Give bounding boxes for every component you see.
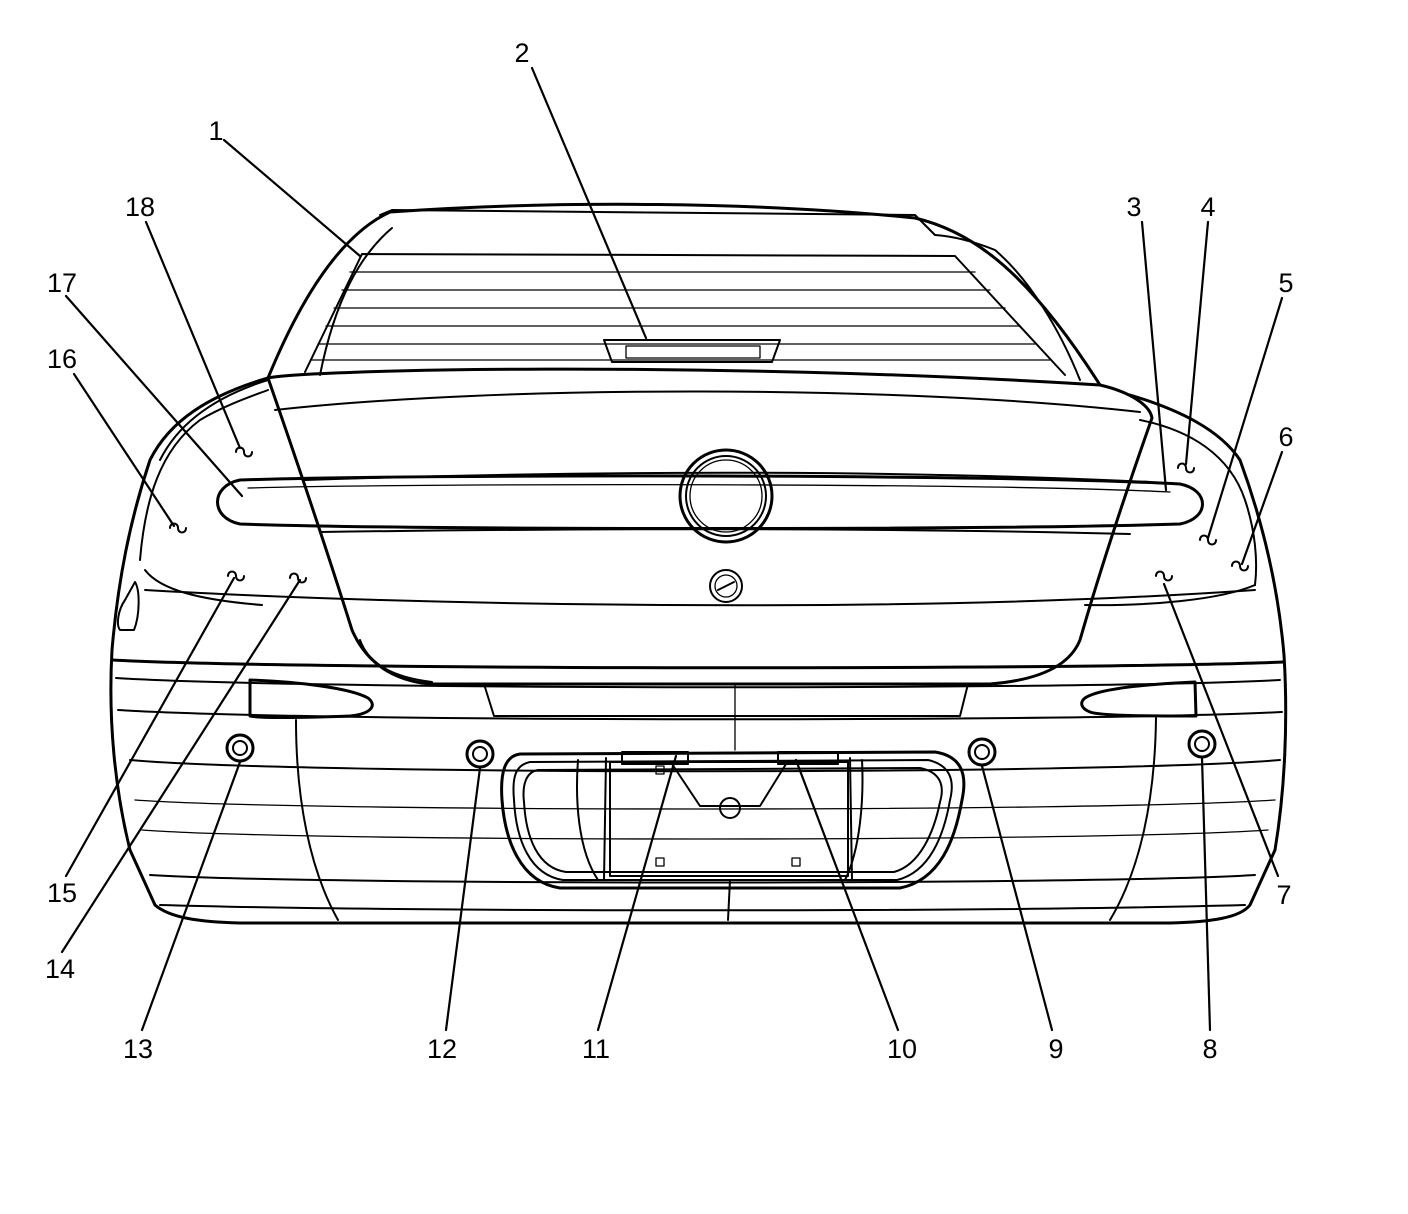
tail-lamp-bar — [216, 474, 1204, 530]
leader-10 — [794, 758, 900, 1032]
leader-16 — [72, 372, 176, 528]
fastener-13 — [225, 733, 255, 763]
leader-1 — [222, 138, 362, 258]
leader-3 — [1140, 220, 1168, 492]
hook-clips — [169, 446, 1249, 584]
decklid — [266, 367, 1154, 686]
vehicle-body — [109, 202, 1288, 925]
leader-17 — [64, 294, 244, 498]
callout-9: 9 — [1048, 1034, 1063, 1064]
callout-12: 12 — [427, 1034, 457, 1064]
fastener-9 — [967, 737, 997, 767]
callout-4: 4 — [1200, 192, 1215, 222]
fastener-8 — [1187, 729, 1217, 759]
decklid-emblem — [678, 448, 774, 544]
callout-18: 18 — [125, 192, 155, 222]
callout-16: 16 — [47, 344, 77, 374]
leader-9 — [980, 764, 1054, 1032]
lock-cylinder — [709, 569, 743, 603]
leader-4 — [1184, 220, 1210, 466]
defroster-grid — [311, 271, 1051, 361]
leader-15 — [64, 576, 236, 878]
leader-13 — [140, 760, 242, 1032]
left-reflector — [248, 678, 374, 719]
callout-15: 15 — [47, 878, 77, 908]
callout-7: 7 — [1276, 880, 1291, 910]
rear-window — [304, 253, 1066, 376]
callout-17: 17 — [47, 268, 77, 298]
callout-3: 3 — [1126, 192, 1141, 222]
callout-5: 5 — [1278, 268, 1293, 298]
leader-12 — [444, 766, 482, 1032]
callout-labels: 1 2 3 4 5 6 7 8 9 10 11 12 13 14 15 16 1… — [45, 38, 1294, 1064]
callout-13: 13 — [123, 1034, 153, 1064]
callout-6: 6 — [1278, 422, 1293, 452]
fastener-12 — [465, 739, 495, 769]
leader-lines — [60, 66, 1284, 1032]
callout-10: 10 — [887, 1034, 917, 1064]
leader-7 — [1162, 582, 1280, 878]
callout-2: 2 — [514, 38, 529, 68]
callout-8: 8 — [1202, 1034, 1217, 1064]
leader-6 — [1240, 450, 1284, 566]
leader-2 — [530, 66, 648, 340]
leader-14 — [60, 578, 302, 954]
leader-5 — [1206, 296, 1284, 540]
leader-11 — [596, 754, 678, 1032]
callout-11: 11 — [582, 1034, 610, 1064]
license-plate-pocket — [500, 750, 966, 890]
left-side-marker — [116, 581, 140, 631]
right-reflector — [1080, 680, 1198, 718]
callout-14: 14 — [45, 954, 75, 984]
callout-1: 1 — [208, 116, 223, 146]
leader-18 — [144, 220, 242, 450]
license-plate-mount — [609, 761, 849, 877]
leader-8 — [1200, 756, 1212, 1032]
chmsl-lamp — [603, 339, 781, 363]
